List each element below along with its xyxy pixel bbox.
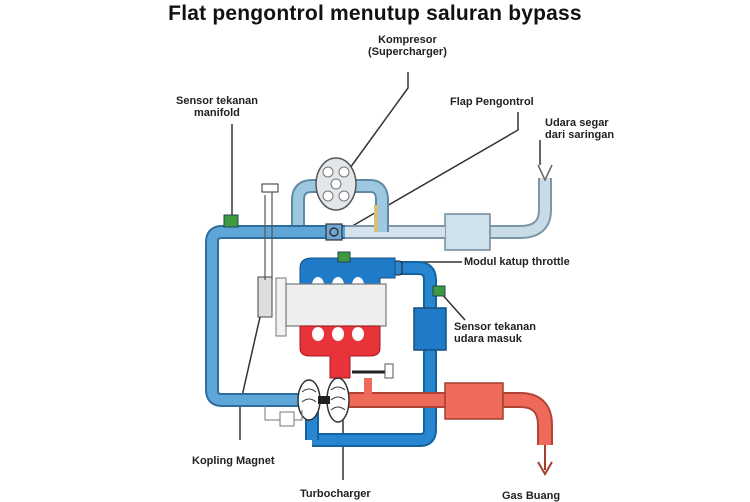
fresh-air-pipe <box>345 164 553 251</box>
label-gas: Gas Buang <box>502 490 561 502</box>
diagram-title: Flat pengontrol menutup saluran bypass <box>168 2 582 25</box>
pulley-icon <box>257 276 273 318</box>
sensor-udara-icon <box>432 285 446 297</box>
label-sensor-udara-line2: udara masuk <box>454 333 522 345</box>
label-udara-line1: Udara segar <box>545 117 609 129</box>
air-arrow-icon <box>537 164 553 182</box>
intercooler-box <box>413 307 447 351</box>
flap-valve-icon <box>325 223 343 241</box>
exhaust-arrow-icon <box>537 445 553 476</box>
label-kompresor-line2: (Supercharger) <box>368 46 447 58</box>
air-filter-box <box>444 213 491 251</box>
label-kopling: Kopling Magnet <box>192 455 275 467</box>
label-turbo: Turbocharger <box>300 488 371 500</box>
label-sensor-manifold-line2: manifold <box>194 107 240 119</box>
turbocharger <box>297 377 350 423</box>
label-sensor-manifold-line1: Sensor tekanan <box>176 95 258 107</box>
exhaust-pipe <box>345 378 553 476</box>
sensor-manifold-icon <box>223 214 239 228</box>
muffler-box <box>444 382 504 420</box>
exhaust-manifold <box>299 325 394 379</box>
label-kompresor-line1: Kompresor <box>378 34 437 46</box>
engine-block <box>257 183 387 337</box>
label-kompresor: Kompresor (Supercharger) <box>368 34 447 58</box>
leader-kompresor <box>349 72 409 169</box>
label-sensor-udara: Sensor tekanan udara masuk <box>454 321 536 345</box>
intake-pipe <box>205 214 345 407</box>
label-sensor-udara-line1: Sensor tekanan <box>454 321 536 333</box>
leader-sensor-udara <box>439 291 466 321</box>
leader-lines <box>231 72 541 480</box>
label-flap: Flap Pengontrol <box>450 96 534 108</box>
supercharger-loop <box>291 157 389 232</box>
label-sensor-manifold: Sensor tekanan manifold <box>176 95 258 119</box>
label-udara-line2: dari saringan <box>545 129 615 141</box>
label-throttle: Modul katup throttle <box>464 256 570 268</box>
leader-flap <box>341 112 519 233</box>
label-udara: Udara segar dari saringan <box>545 117 614 141</box>
magnetic-clutch <box>264 405 303 427</box>
